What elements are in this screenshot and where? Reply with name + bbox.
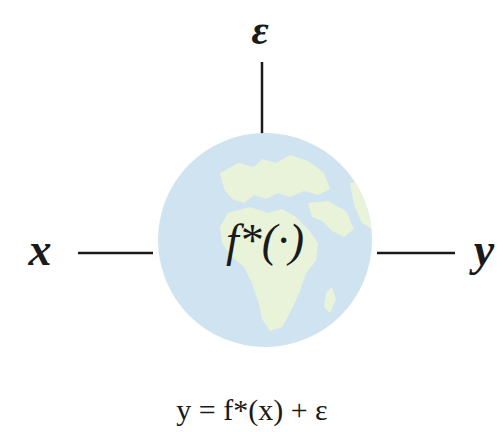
input-symbol: x bbox=[29, 227, 52, 273]
noise-line bbox=[261, 62, 264, 134]
model-equation: y = f*(x) + ε bbox=[176, 395, 327, 425]
output-symbol: y bbox=[474, 227, 494, 273]
function-label: f*(·) bbox=[226, 214, 304, 267]
noise-symbol: ε bbox=[251, 9, 268, 51]
globe-node: f*(·) bbox=[158, 133, 372, 347]
output-line bbox=[377, 252, 455, 255]
input-line bbox=[78, 252, 153, 255]
